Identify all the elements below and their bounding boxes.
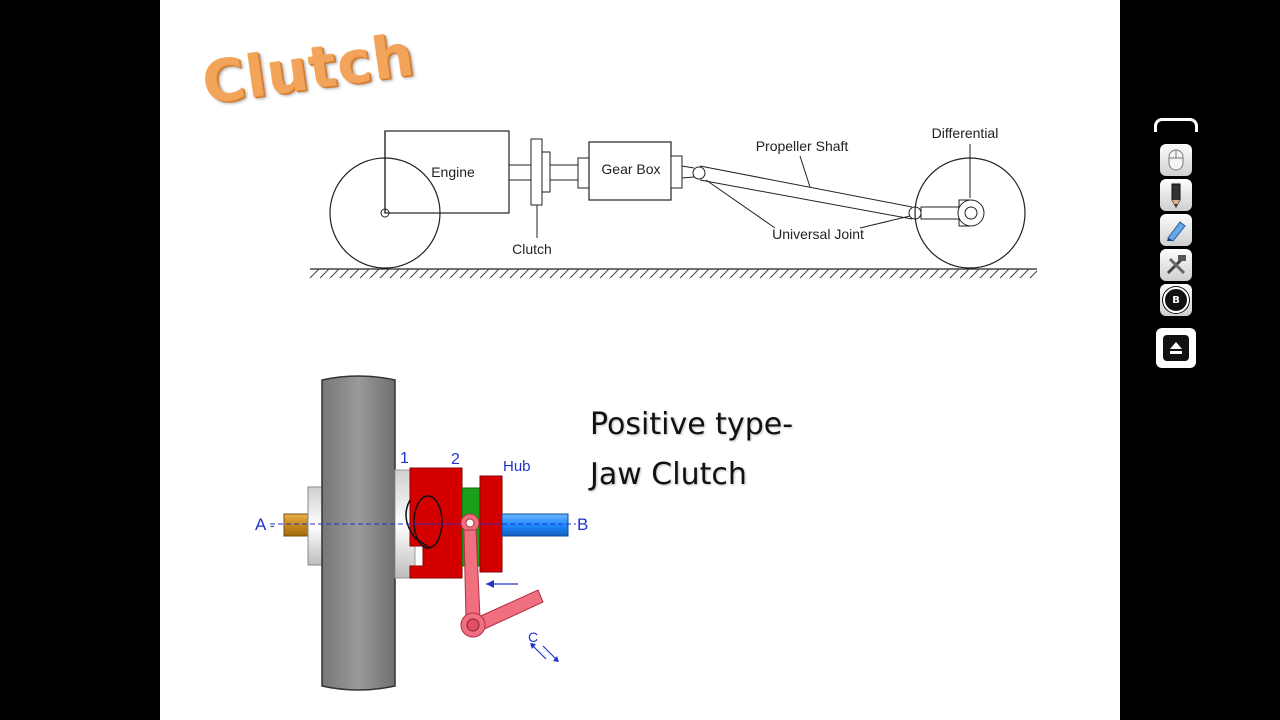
pencil-icon xyxy=(1171,183,1181,208)
tools-icon xyxy=(1166,255,1186,275)
label-part-2: 2 xyxy=(451,451,460,468)
eject-button[interactable] xyxy=(1156,328,1196,368)
caption-line-2: Jaw Clutch xyxy=(590,457,747,492)
mouse-icon xyxy=(1168,149,1184,171)
eject-icon xyxy=(1170,342,1182,354)
svg-text:-: - xyxy=(270,517,275,533)
clutch-plate xyxy=(530,138,543,206)
toolbar-handle[interactable] xyxy=(1154,118,1198,132)
b-circle-icon: B xyxy=(1163,287,1189,313)
mouse-tool-button[interactable] xyxy=(1160,144,1192,176)
gear-box xyxy=(588,141,672,201)
label-part-1: 1 xyxy=(400,450,409,467)
b-button[interactable]: B xyxy=(1160,284,1192,316)
label-universal-joint: Universal Joint xyxy=(772,226,864,242)
highlighter-icon xyxy=(1167,221,1186,242)
label-propeller-shaft: Propeller Shaft xyxy=(756,138,849,154)
slide: Clutch xyxy=(160,0,1120,720)
label-c: C xyxy=(528,629,538,645)
caption-line-1: Positive type- xyxy=(590,407,794,442)
label-clutch: Clutch xyxy=(512,241,552,257)
tools-button[interactable] xyxy=(1160,249,1192,281)
jaw-clutch-caption: Positive type- Jaw Clutch xyxy=(590,400,793,500)
label-differential: Differential xyxy=(932,125,999,141)
pen-tool-button[interactable] xyxy=(1160,179,1192,211)
label-hub: Hub xyxy=(503,458,531,475)
highlighter-tool-button[interactable] xyxy=(1160,214,1192,246)
label-a: A xyxy=(255,515,267,534)
label-engine: Engine xyxy=(431,164,475,180)
label-b: B xyxy=(577,515,588,534)
jaw-clutch-diagram: 1 2 Hub A - B C xyxy=(255,375,588,691)
label-gear-box: Gear Box xyxy=(601,161,660,177)
drivetrain-diagram: Engine Gear Box Propeller Shaft Differen… xyxy=(309,125,1038,279)
flywheel xyxy=(321,375,396,691)
annotation-toolbar: B xyxy=(1154,118,1198,368)
